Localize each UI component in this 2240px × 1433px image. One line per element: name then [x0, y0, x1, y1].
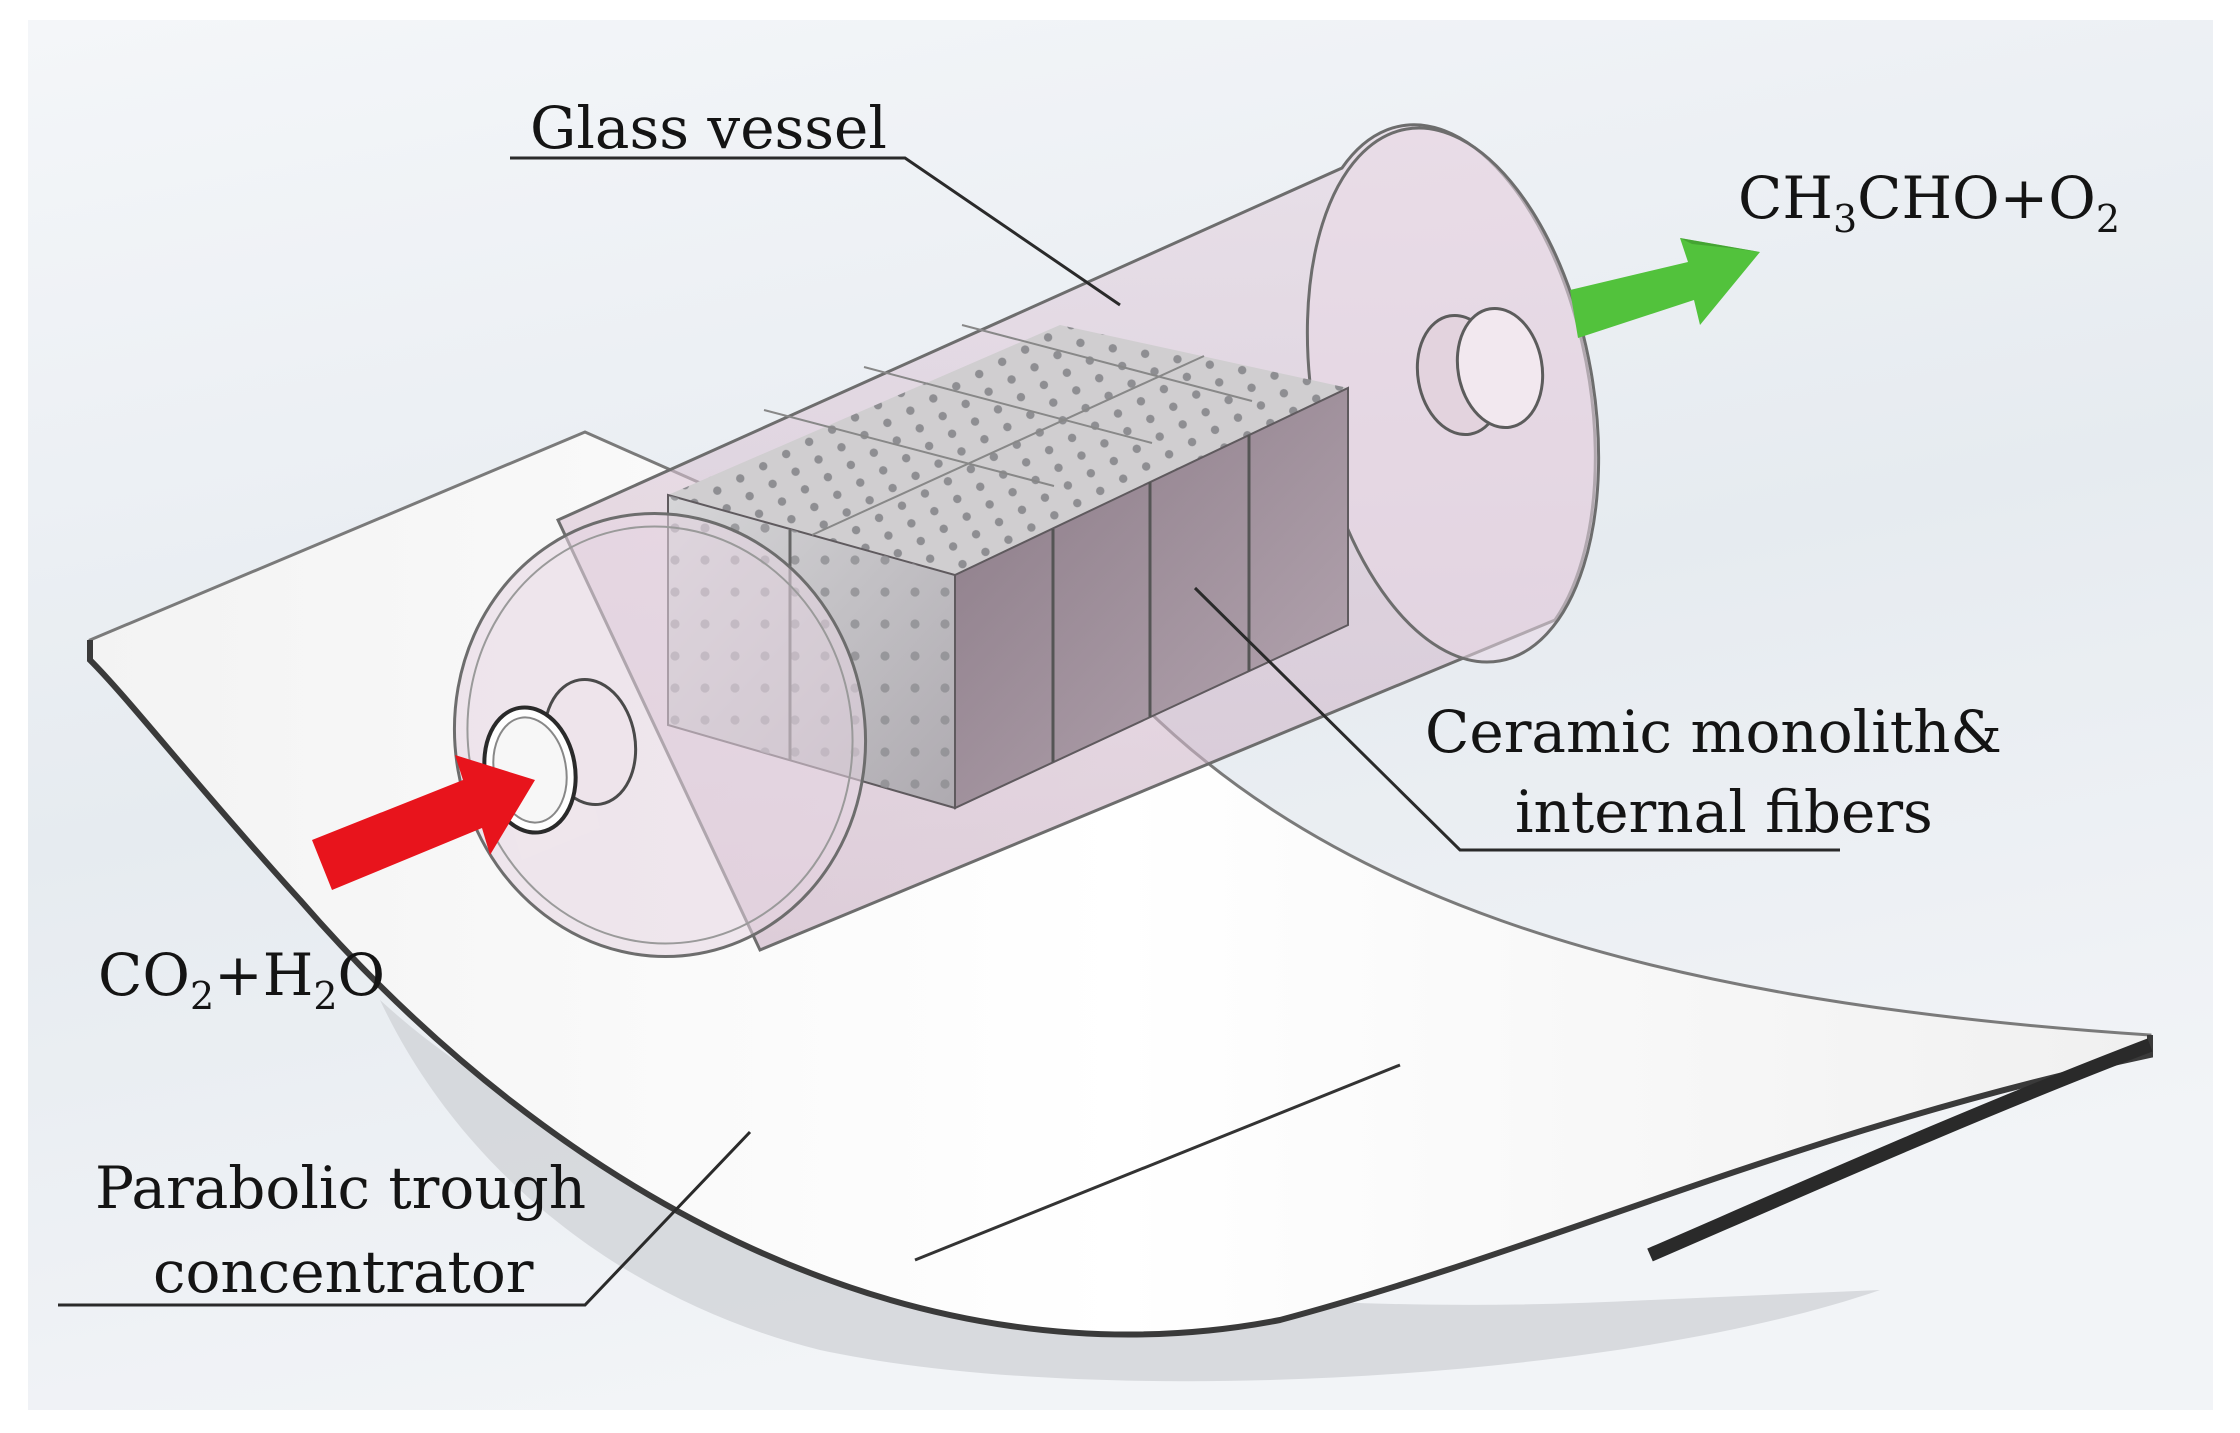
- leader-line-glass-vessel: [510, 156, 1121, 307]
- label-trough-line1: Parabolic trough: [95, 1154, 586, 1222]
- leader-line-ceramic: [1193, 586, 1840, 852]
- label-ceramic-line1: Ceramic monolith&: [1425, 698, 2002, 766]
- glass-vessel: [452, 123, 1601, 959]
- label-glass-vessel: Glass vessel: [530, 94, 887, 162]
- trough-shadow: [380, 1000, 1880, 1382]
- label-inlet-gases: CO2+H2O: [98, 941, 385, 1018]
- label-trough-line2: concentrator: [153, 1238, 534, 1306]
- leader-line-trough: [58, 1130, 752, 1307]
- label-outlet-gases: CH3CHO+O2: [1738, 164, 2120, 241]
- label-ceramic-line2: internal fibers: [1515, 778, 1933, 846]
- outlet-arrow: [1570, 238, 1760, 338]
- outlet-arrow-shade: [1680, 238, 1760, 252]
- vessel-front-cap: [452, 511, 868, 959]
- outlet-pipe: [1415, 306, 1545, 437]
- inlet-arrow: [312, 755, 535, 890]
